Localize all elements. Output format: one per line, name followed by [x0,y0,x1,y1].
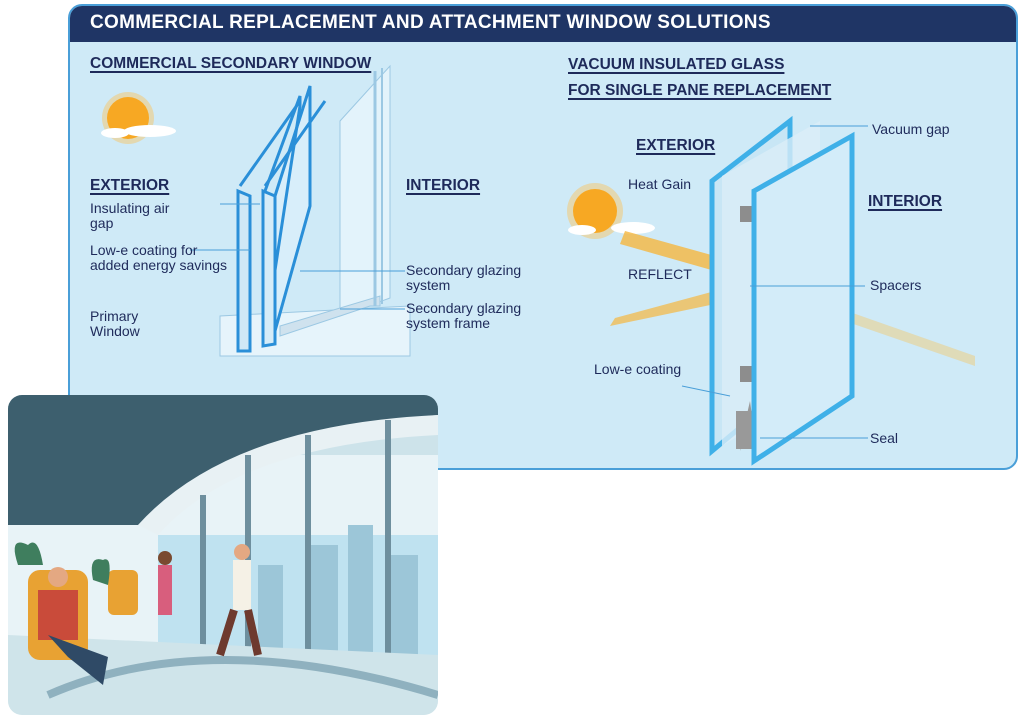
low-e-label: Low-e coating for added energy savings [90,242,227,273]
heat-gain-label: Heat Gain [628,176,692,192]
primary-window-label: Primary Window [90,308,140,339]
sun-icon [567,183,655,239]
secondary-window-illustration [190,64,411,357]
low-e-coating-label: Low-e coating [594,361,682,377]
secondary-frame-label: Secondary glazing system frame [406,300,522,331]
reflect-beam [610,291,715,326]
office-illustration [8,395,438,715]
reflect-label: REFLECT [628,266,692,282]
infographic-panel: COMMERCIAL REPLACEMENT AND ATTACHMENT WI… [68,4,1018,470]
right-heading-2: FOR SINGLE PANE REPLACEMENT [568,82,832,99]
air-gap-label: Insulating air gap [90,200,170,231]
heat-gain-beam [620,231,715,271]
left-interior-label: INTERIOR [406,177,481,194]
sun-icon [101,92,176,144]
spacers-label: Spacers [870,277,922,293]
right-exterior-label: EXTERIOR [636,137,716,154]
right-interior-label: INTERIOR [868,193,943,210]
seal-label: Seal [870,430,899,446]
left-heading: COMMERCIAL SECONDARY WINDOW [90,55,372,72]
page-title: COMMERCIAL REPLACEMENT AND ATTACHMENT WI… [70,6,1016,42]
vacuum-gap-label: Vacuum gap [872,121,950,137]
diagrams [101,64,975,466]
left-exterior-label: EXTERIOR [90,177,170,194]
secondary-glazing-label: Secondary glazing system [406,262,522,293]
vacuum-glass-illustration [681,115,868,466]
right-heading-1: VACUUM INSULATED GLASS [568,56,785,73]
